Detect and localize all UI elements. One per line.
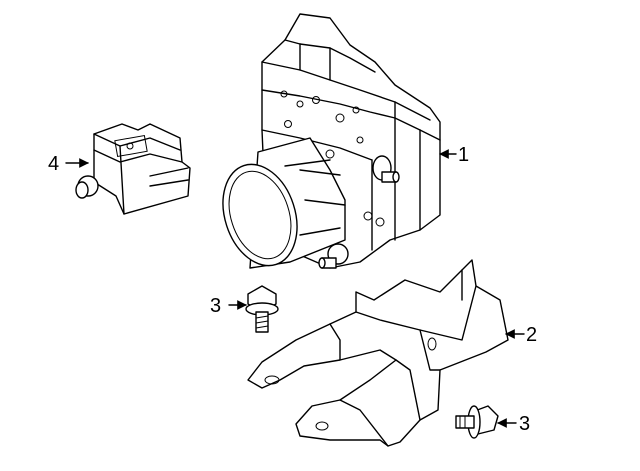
callout-1: 1	[439, 144, 469, 166]
control-module-part	[75, 123, 191, 215]
bracket-part	[247, 259, 509, 447]
callout-3-lower: 3	[497, 413, 530, 435]
callout-2: 2	[505, 324, 537, 346]
abs-modulator-part	[222, 13, 441, 269]
bolt-upper-part	[245, 285, 279, 333]
callout-4-label: 4	[48, 153, 59, 175]
bolt-lower-part	[455, 405, 499, 439]
callout-1-label: 1	[458, 144, 469, 166]
callout-3-upper: 3	[210, 295, 247, 317]
callout-3-upper-label: 3	[210, 295, 221, 317]
callout-3-lower-label: 3	[519, 413, 530, 435]
callout-2-label: 2	[526, 324, 537, 346]
callout-4: 4	[48, 153, 89, 175]
